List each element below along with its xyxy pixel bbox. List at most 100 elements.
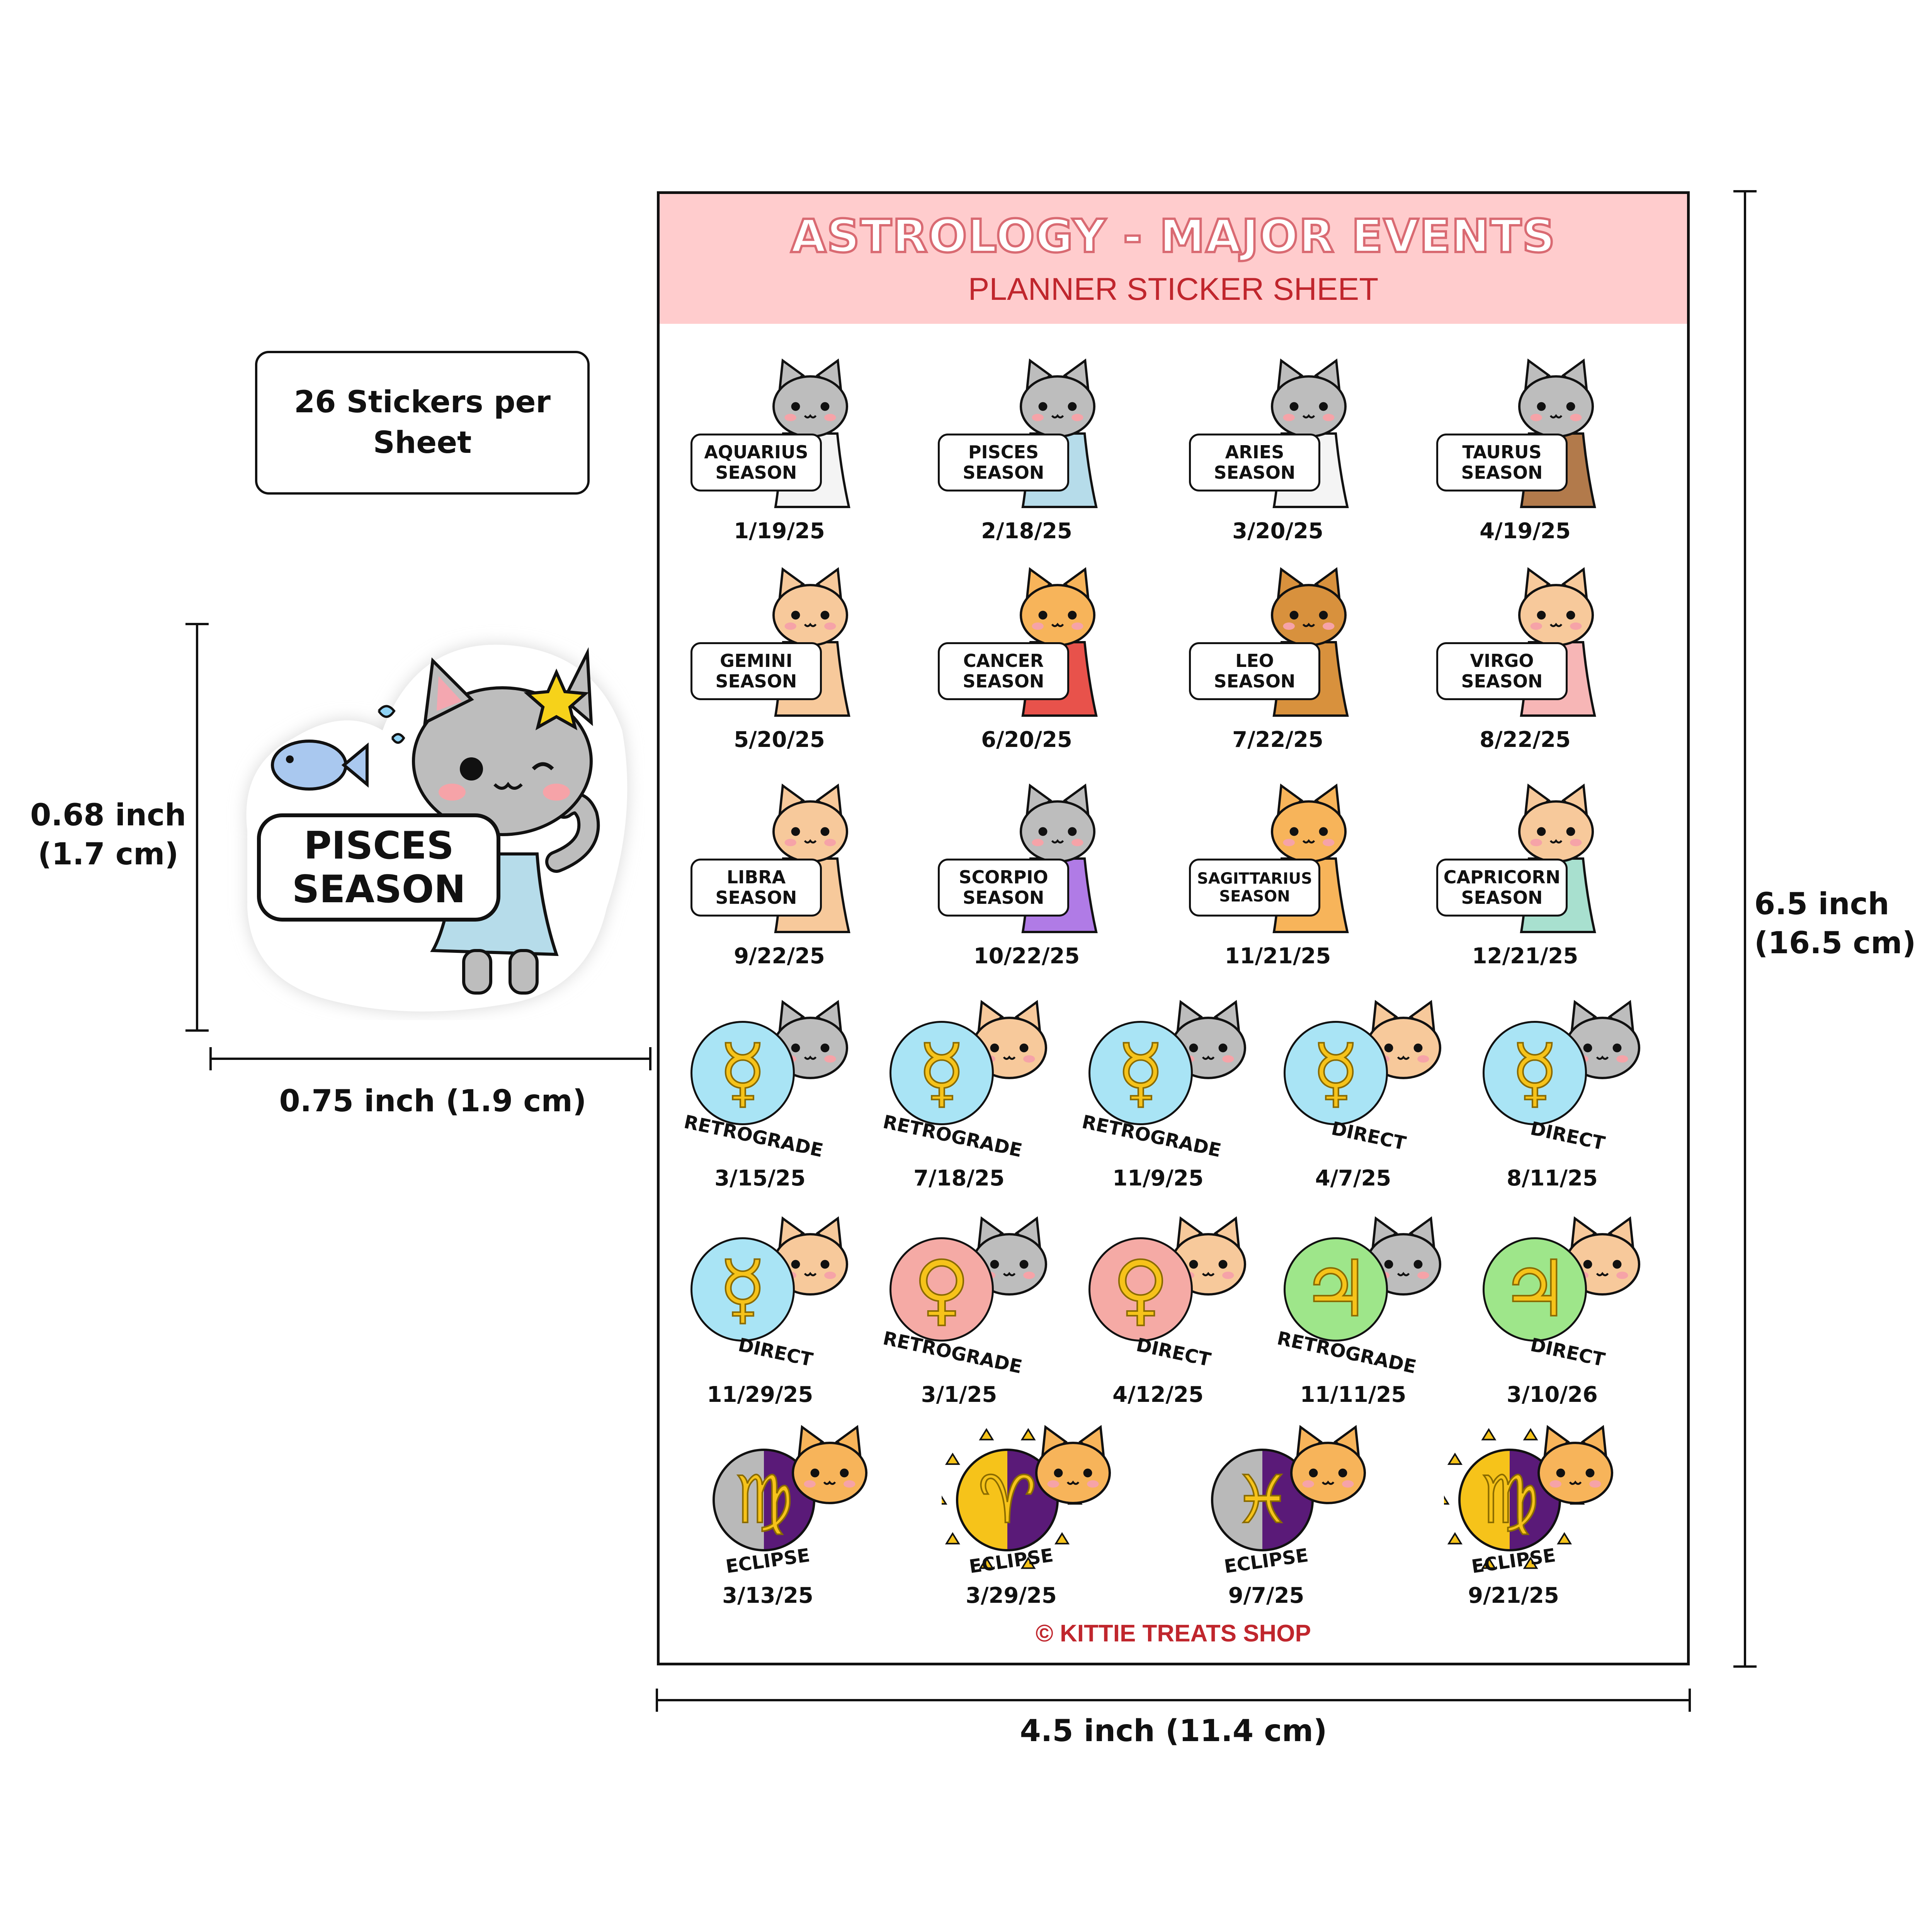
sticker-sheet: ASTROLOGY - MAJOR EVENTS PLANNER STICKER… [657,191,1690,1665]
sheet-title: ASTROLOGY - MAJOR EVENTS [790,208,1556,264]
planet-circle [889,1021,994,1125]
zodiac-glyph-icon: ♍ [1480,1461,1540,1539]
planet-circle [690,1237,795,1342]
eclipse-sticker: ♓ECLIPSE [1197,1419,1382,1581]
sheet-height-label: 6.5 inch (16.5 cm) [1754,887,1916,961]
planet-circle [1483,1237,1587,1342]
cat-head-icon [1271,358,1347,438]
sample-width-cap-right [649,1047,651,1070]
eclipse-sticker-art [1444,1425,1613,1569]
planet-date: 4/12/25 [1112,1382,1204,1407]
season-date: 7/22/25 [1232,727,1323,752]
sun-ray-icon [1054,1532,1070,1544]
planet-date: 11/9/25 [1112,1166,1204,1191]
eclipse-sticker: ♍ECLIPSE [698,1419,884,1581]
season-date: 5/20/25 [734,727,825,752]
sticker-count-text: 26 Stickers per Sheet [294,384,551,460]
sun-ray-icon [1556,1532,1572,1544]
zodiac-glyph-icon: ♍ [734,1461,794,1539]
sheet-copyright: © KITTIE TREATS SHOP [1036,1620,1311,1647]
sun-ray-icon [1481,1556,1497,1569]
sample-height-label: 0.68 inch (1.7 cm) [30,798,186,872]
cat-head-icon [1518,783,1594,863]
season-sticker: CANCER SEASON [934,565,1119,727]
season-label: GEMINI SEASON [690,642,822,700]
sun-ray-icon [1020,1428,1036,1440]
planet-sticker: ♃RETROGRADE [1275,1214,1461,1380]
cat-head-icon [1271,567,1347,646]
sun-ray-icon [1523,1556,1538,1569]
cat-head-icon [1020,358,1095,438]
sample-sticker-art [246,645,628,1012]
cat-head-icon [1518,358,1594,438]
sheet-width-cap-left [656,1689,658,1712]
planet-glyph-icon: ☿ [1311,1027,1361,1119]
cat-head-icon [772,358,848,438]
sun-ray-icon [1020,1556,1036,1569]
season-date: 2/18/25 [981,519,1072,544]
eclipse-date: 9/7/25 [1228,1583,1304,1608]
season-date: 10/22/25 [973,944,1080,969]
eclipse-date: 9/21/25 [1468,1583,1559,1608]
eclipse-sticker-art [942,1425,1111,1569]
planet-circle [1483,1021,1587,1125]
season-label: LEO SEASON [1189,642,1320,700]
season-label: CAPRICORN SEASON [1436,859,1568,917]
season-label: ARIES SEASON [1189,434,1320,492]
season-sticker: LIBRA SEASON [687,781,872,944]
sun-ray-icon [1523,1428,1538,1440]
eclipse-sticker: ♈ECLIPSE [942,1419,1127,1581]
sheet-height-cap-bottom [1733,1665,1757,1668]
cat-head-icon [772,1000,848,1079]
sheet-height-cap-top [1733,190,1757,192]
season-label: VIRGO SEASON [1436,642,1568,700]
cat-head-icon [1518,567,1594,646]
season-label: SCORPIO SEASON [938,859,1069,917]
planet-circle [1088,1021,1193,1125]
planet-date: 3/1/25 [921,1382,997,1407]
season-date: 11/21/25 [1225,944,1331,969]
season-label: PISCES SEASON [938,434,1069,492]
season-sticker: CAPRICORN SEASON [1432,781,1618,944]
sheet-height-line [1744,191,1746,1667]
cat-head-icon [1565,1216,1640,1296]
season-sticker: GEMINI SEASON [687,565,872,727]
planet-glyph-icon: ☿ [718,1243,767,1335]
sun-ray-icon [979,1428,994,1440]
cat-head-icon [1020,567,1095,646]
planet-date: 11/29/25 [707,1382,813,1407]
season-sticker: ARIES SEASON [1185,356,1371,519]
planet-sticker: ☿RETROGRADE [1080,998,1266,1164]
planet-date: 8/11/25 [1507,1166,1598,1191]
planet-circle [1088,1237,1193,1342]
season-date: 12/21/25 [1472,944,1578,969]
planet-glyph-icon: ☿ [1510,1027,1560,1119]
sample-width-line [211,1058,651,1060]
cat-head-icon [1035,1425,1111,1504]
sun-ray-icon [1447,1532,1463,1544]
season-date: 8/22/25 [1480,727,1571,752]
planet-sticker: ☿DIRECT [683,1214,868,1380]
sample-height-cap-top [185,623,209,625]
eclipse-light-half [1212,1450,1262,1550]
planet-circle [690,1021,795,1125]
season-label: CANCER SEASON [938,642,1069,700]
season-sticker: SCORPIO SEASON [934,781,1119,944]
sun-ray-icon [1444,1495,1450,1505]
planet-sticker: ♀DIRECT [1081,1214,1266,1380]
planet-sticker: ☿RETROGRADE [881,998,1067,1164]
planet-glyph-icon: ☿ [718,1027,767,1119]
sun-ray-icon [945,1452,961,1465]
season-label: LIBRA SEASON [690,859,822,917]
eclipse-sticker-art [713,1425,867,1551]
season-sticker: PISCES SEASON [934,356,1119,519]
sun-ray-icon [1447,1452,1463,1465]
season-label: SAGITTARIUS SEASON [1189,859,1320,917]
planet-date: 3/15/25 [714,1166,806,1191]
planet-circle [889,1237,994,1342]
season-date: 3/20/25 [1232,519,1323,544]
eclipse-light-half [714,1450,764,1550]
planet-sticker: ☿DIRECT [1475,998,1660,1164]
season-sticker: TAURUS SEASON [1432,356,1618,519]
planet-glyph-icon: ♃ [1499,1243,1570,1335]
